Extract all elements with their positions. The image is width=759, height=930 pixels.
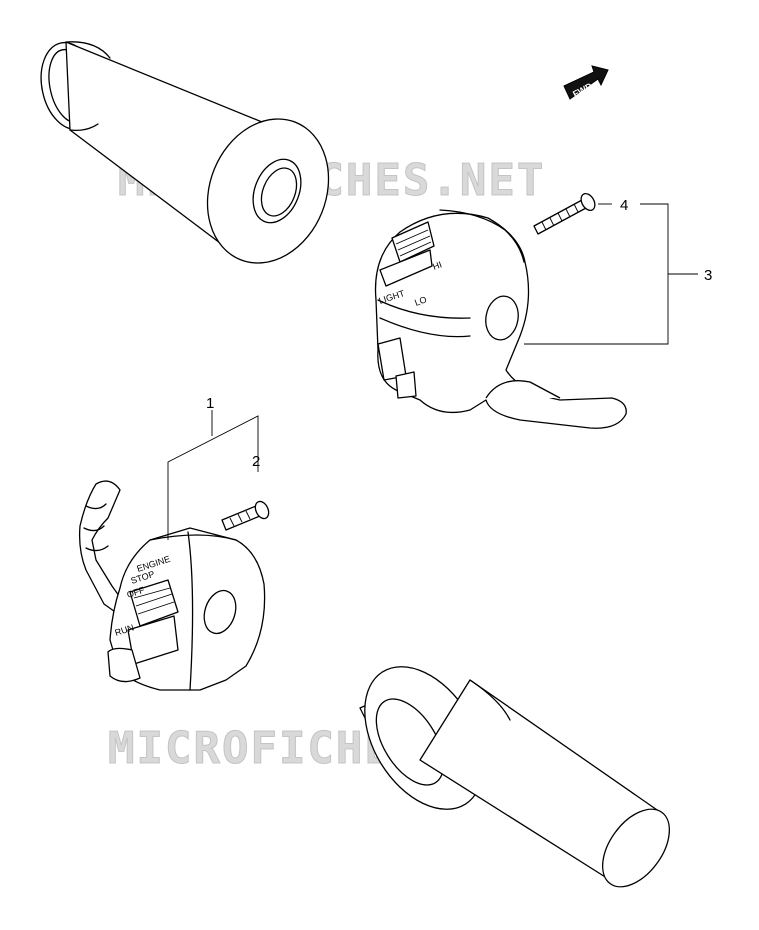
callout-2: 2 [252,453,260,470]
left-handle-switch-assembly: ENGINE STOP OFF RUN [78,480,266,691]
throttle-grip-bottom [359,666,670,888]
callout-3: 3 [704,267,712,284]
lo-label: LO [413,294,428,308]
callout-4: 4 [620,197,628,214]
fwd-arrow-icon: FWD [563,65,609,100]
right-handle-switch-assembly: HI LO LIGHT [374,209,627,429]
screw-item-2 [221,500,270,531]
hi-label: HI [431,259,443,271]
callout-1: 1 [206,395,214,412]
screw-item-4 [533,192,596,235]
left-handle-grip-top [40,41,330,264]
callout-bracket-1 [167,415,259,540]
